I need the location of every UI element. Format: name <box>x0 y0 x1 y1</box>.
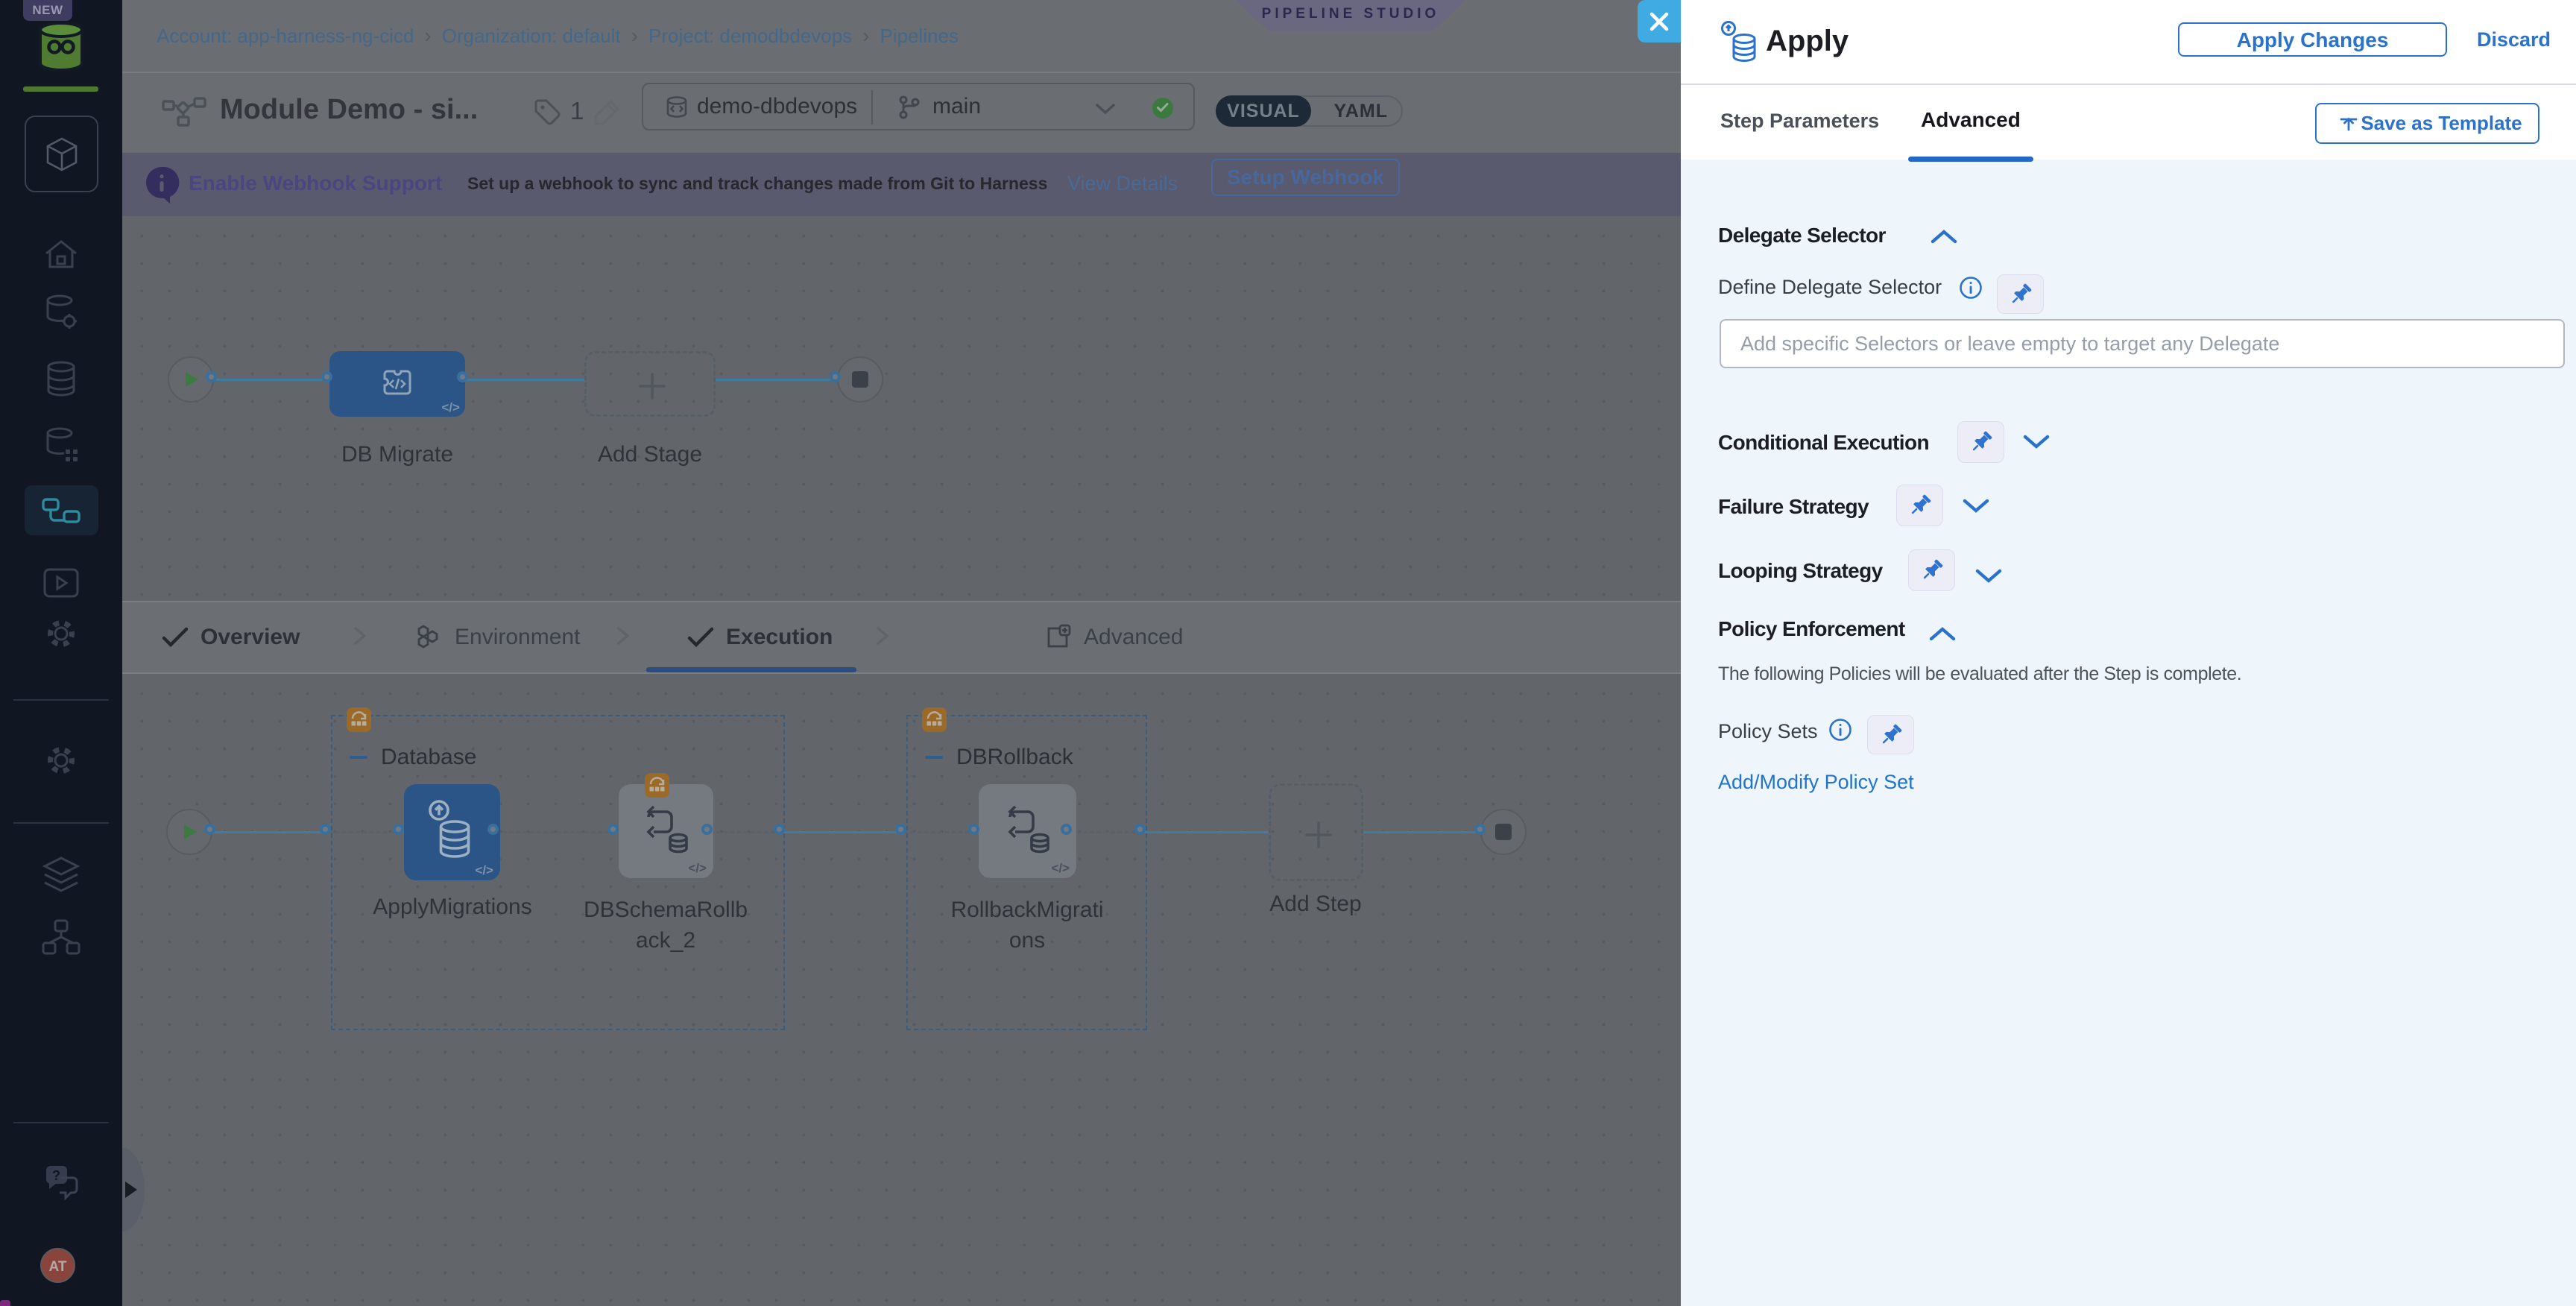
svg-text:?: ? <box>52 1168 60 1183</box>
